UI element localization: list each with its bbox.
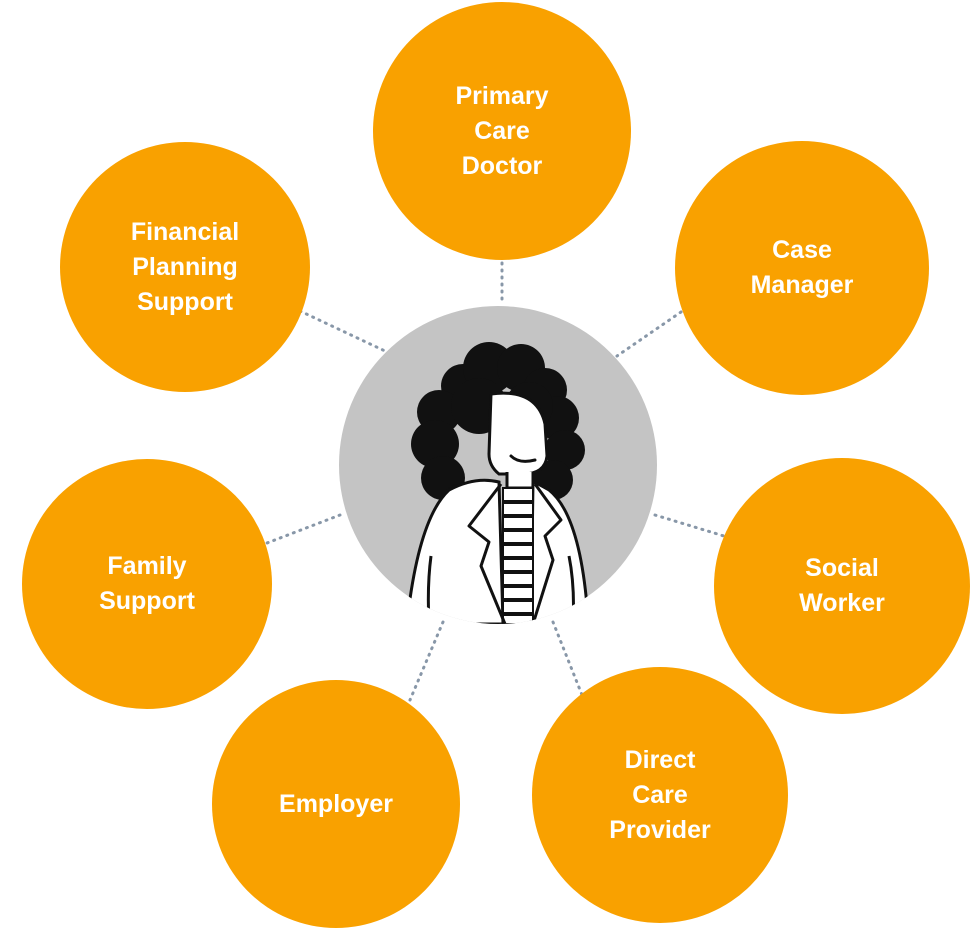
connector-employer bbox=[408, 620, 445, 702]
node-label-case-manager: Case Manager bbox=[750, 236, 854, 299]
node-label-financial-planning-support: Financial Planning Support bbox=[130, 217, 240, 316]
node-label-family-support: Family Support bbox=[99, 552, 195, 615]
person-avatar-icon bbox=[407, 342, 591, 624]
node-financial-planning-support: Financial Planning Support bbox=[60, 142, 310, 392]
connector-case-manager bbox=[615, 310, 683, 358]
node-direct-care-provider: Direct Care Provider bbox=[532, 667, 788, 923]
node-family-support: Family Support bbox=[22, 459, 272, 709]
connector-family-support bbox=[265, 513, 342, 545]
connector-social-worker bbox=[653, 513, 726, 538]
center-person-circle bbox=[339, 306, 657, 624]
node-primary-care-doctor: Primary Care Doctor bbox=[373, 2, 631, 260]
node-employer: Employer bbox=[212, 680, 460, 928]
connector-direct-care-provider bbox=[551, 620, 586, 702]
node-case-manager: Case Manager bbox=[675, 141, 929, 395]
node-label-primary-care-doctor: Primary Care Doctor bbox=[455, 81, 549, 180]
node-label-employer: Employer bbox=[279, 789, 393, 818]
node-social-worker: Social Worker bbox=[714, 458, 970, 714]
node-label-social-worker: Social Worker bbox=[799, 554, 885, 617]
node-label-direct-care-provider: Direct Care Provider bbox=[609, 745, 711, 844]
connector-financial-planning-support bbox=[298, 309, 387, 353]
